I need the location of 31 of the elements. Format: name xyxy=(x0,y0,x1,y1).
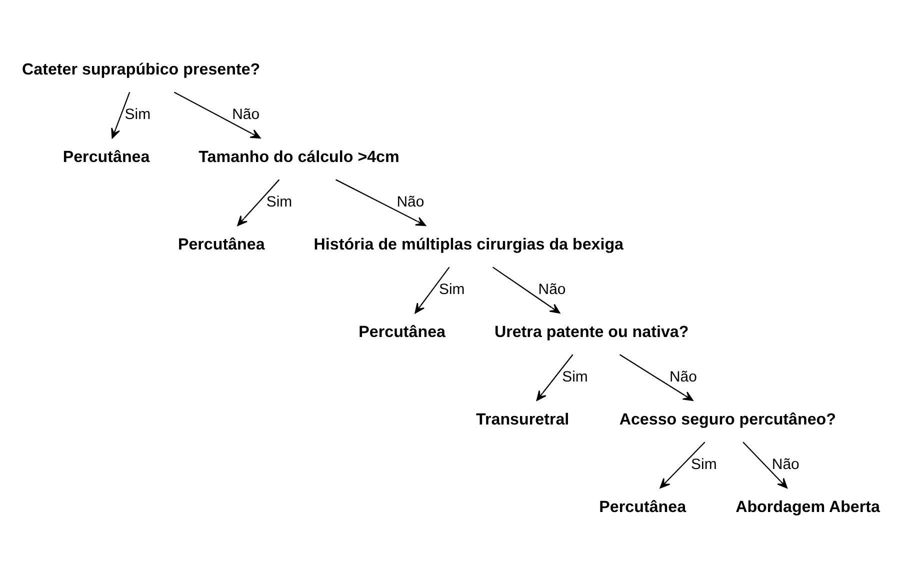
node-text: Cateter suprapúbico presente? xyxy=(22,60,260,78)
edge-label: Não xyxy=(396,192,424,210)
edge-label: Não xyxy=(232,105,260,122)
node-text: Transuretral xyxy=(476,410,570,428)
node-text: Acesso seguro percutâneo? xyxy=(619,410,836,428)
arrow xyxy=(336,178,426,226)
edge-label: Não xyxy=(670,368,697,385)
edge-label: Sim xyxy=(691,455,717,472)
arrow xyxy=(237,178,280,226)
node-text: História de múltiplas cirurgias da bexiga xyxy=(314,234,624,253)
node-text: Percutânea xyxy=(62,147,150,166)
arrow xyxy=(174,91,261,138)
node-text: Percutânea xyxy=(178,234,265,253)
arrow xyxy=(492,266,560,314)
arrow xyxy=(111,92,130,138)
arrow xyxy=(660,441,706,488)
edge-label: Não xyxy=(538,280,566,298)
arrow xyxy=(742,441,788,488)
node-text: Tamanho do cálculo >4cm xyxy=(198,147,400,166)
edge-label: Sim xyxy=(124,105,151,122)
node-text: Percutânea xyxy=(599,497,686,516)
edge-label: Sim xyxy=(266,192,292,210)
edge-label: Sim xyxy=(438,280,465,298)
arrow xyxy=(536,354,574,400)
arrow xyxy=(414,266,450,314)
node-text: Abordagem Aberta xyxy=(736,497,880,516)
edge-label: Não xyxy=(772,455,800,472)
edge-label: Sim xyxy=(562,368,588,385)
node-text: Percutânea xyxy=(358,322,446,340)
arrow xyxy=(619,354,694,400)
node-text: Uretra patente ou nativa? xyxy=(494,322,689,340)
